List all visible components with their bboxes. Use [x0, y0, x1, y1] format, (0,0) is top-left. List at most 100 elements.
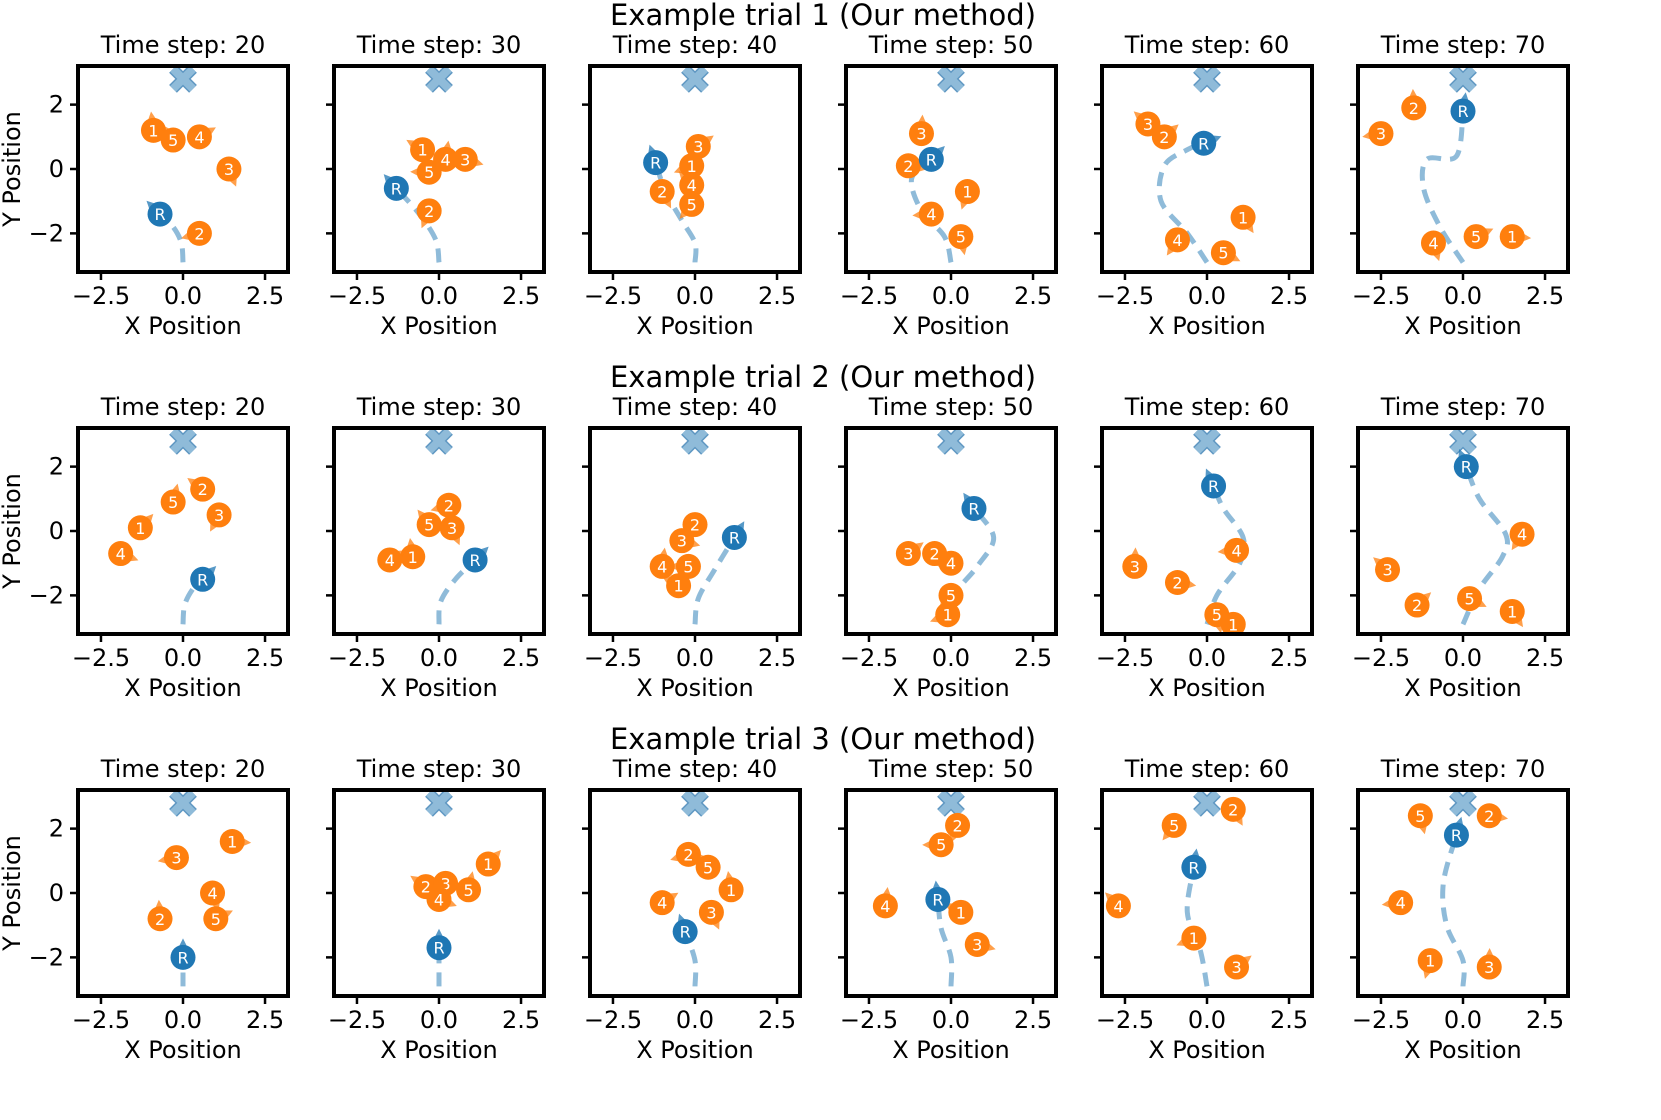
human-agent-label: 5: [1218, 244, 1228, 263]
goal-marker: [169, 790, 197, 817]
x-tick-label: 2.5: [246, 644, 284, 672]
goal-marker: [169, 428, 197, 455]
human-agent: 2: [1404, 592, 1432, 618]
human-agent-label: 2: [1172, 574, 1182, 593]
robot-agent-label: R: [1457, 102, 1468, 121]
human-agent-label: 4: [207, 884, 217, 903]
human-agent: 2: [895, 153, 928, 179]
x-axis-label: X Position: [1404, 1036, 1522, 1064]
panel-title: Time step: 40: [612, 31, 778, 59]
x-tick-label: 0.0: [676, 1006, 714, 1034]
x-tick-label: 2.5: [1014, 644, 1052, 672]
human-agent-label: 5: [703, 858, 713, 877]
panel-title: Time step: 30: [356, 31, 522, 59]
robot-agent-label: R: [926, 150, 937, 169]
human-agent-label: 1: [1189, 929, 1199, 948]
human-agent: 2: [147, 899, 173, 932]
x-tick-label: −2.5: [1352, 644, 1410, 672]
goal-marker: [681, 790, 709, 817]
human-agent-label: 5: [1415, 807, 1425, 826]
robot-agent: R: [721, 521, 747, 550]
human-agent-label: 2: [1412, 596, 1422, 615]
x-axis-label: X Position: [1148, 312, 1266, 340]
x-tick-label: 0.0: [164, 1006, 202, 1034]
human-agent-label: 4: [946, 554, 956, 573]
human-agent: 1: [718, 871, 744, 903]
human-agent: 5: [1407, 803, 1433, 835]
human-agent: 3: [1476, 948, 1502, 980]
row-titles: Example trial 1 (Our method) Example tri…: [610, 0, 1036, 756]
x-tick-label: −2.5: [1096, 282, 1154, 310]
human-agent: 4: [912, 201, 944, 227]
x-tick-label: 2.5: [246, 282, 284, 310]
x-tick-label: 0.0: [676, 644, 714, 672]
human-agent-label: 5: [1169, 816, 1179, 835]
human-agent-label: 1: [956, 903, 966, 922]
goal-marker: [1193, 790, 1221, 817]
human-agent-label: 4: [1231, 541, 1241, 560]
panel-title: Time step: 20: [100, 31, 266, 59]
human-agent: 1: [662, 573, 692, 599]
human-agent: 4: [377, 547, 407, 573]
robot-agent: R: [1453, 449, 1479, 480]
x-axis-label: X Position: [124, 674, 242, 702]
robot-agent: R: [170, 938, 196, 970]
x-axis-label: X Position: [892, 312, 1010, 340]
x-tick-label: −2.5: [840, 282, 898, 310]
human-agent: 3: [685, 133, 714, 159]
human-agent-label: 2: [903, 157, 913, 176]
human-agent: 2: [1476, 803, 1509, 829]
human-agent-label: 3: [460, 150, 470, 169]
human-agent: 1: [219, 829, 252, 854]
y-tick-label: 0: [49, 155, 64, 183]
human-agent-label: 3: [214, 506, 224, 525]
human-agent: 2: [1401, 88, 1427, 121]
goal-marker: [1193, 428, 1221, 455]
human-agent-label: 1: [943, 606, 953, 625]
x-tick-label: 0.0: [932, 1006, 970, 1034]
human-agent-label: 4: [116, 545, 126, 564]
human-agent: 5: [410, 159, 442, 185]
human-agent-label: 3: [1130, 557, 1140, 576]
human-agent-label: 1: [1507, 602, 1517, 621]
x-tick-label: 0.0: [164, 644, 202, 672]
goal-marker: [937, 428, 965, 455]
human-agent-label: 2: [952, 816, 962, 835]
robot-path: [1419, 110, 1466, 264]
x-tick-label: 2.5: [502, 644, 540, 672]
x-axis-label: X Position: [1148, 674, 1266, 702]
human-agent: 4: [649, 547, 675, 579]
human-agent-label: 2: [421, 878, 431, 897]
human-agent: 4: [426, 886, 457, 912]
human-agent-label: 4: [926, 205, 936, 224]
human-agent: 4: [649, 890, 679, 916]
goal-marker: [425, 790, 453, 817]
panel-title: Time step: 50: [868, 755, 1034, 783]
human-agent: 4: [1105, 892, 1131, 919]
human-agent-label: 1: [1425, 952, 1435, 971]
robot-agent: R: [462, 546, 489, 573]
panel-frame: [588, 788, 802, 998]
x-tick-label: −2.5: [584, 644, 642, 672]
human-agent-label: 1: [1228, 615, 1238, 634]
human-agent-label: 1: [408, 548, 418, 567]
human-agent: 3: [1122, 547, 1148, 579]
robot-agent: R: [918, 146, 945, 172]
x-tick-label: 0.0: [420, 644, 458, 672]
human-agent-label: 3: [447, 519, 457, 538]
human-agent: 3: [908, 114, 934, 147]
human-agent-label: 1: [227, 833, 237, 852]
robot-agent-label: R: [154, 205, 165, 224]
panel-title: Time step: 70: [1380, 393, 1546, 421]
panel-title: Time step: 30: [356, 755, 522, 783]
robot-path: [653, 161, 699, 263]
human-agent: 5: [695, 852, 721, 880]
human-agent: 3: [895, 541, 924, 567]
